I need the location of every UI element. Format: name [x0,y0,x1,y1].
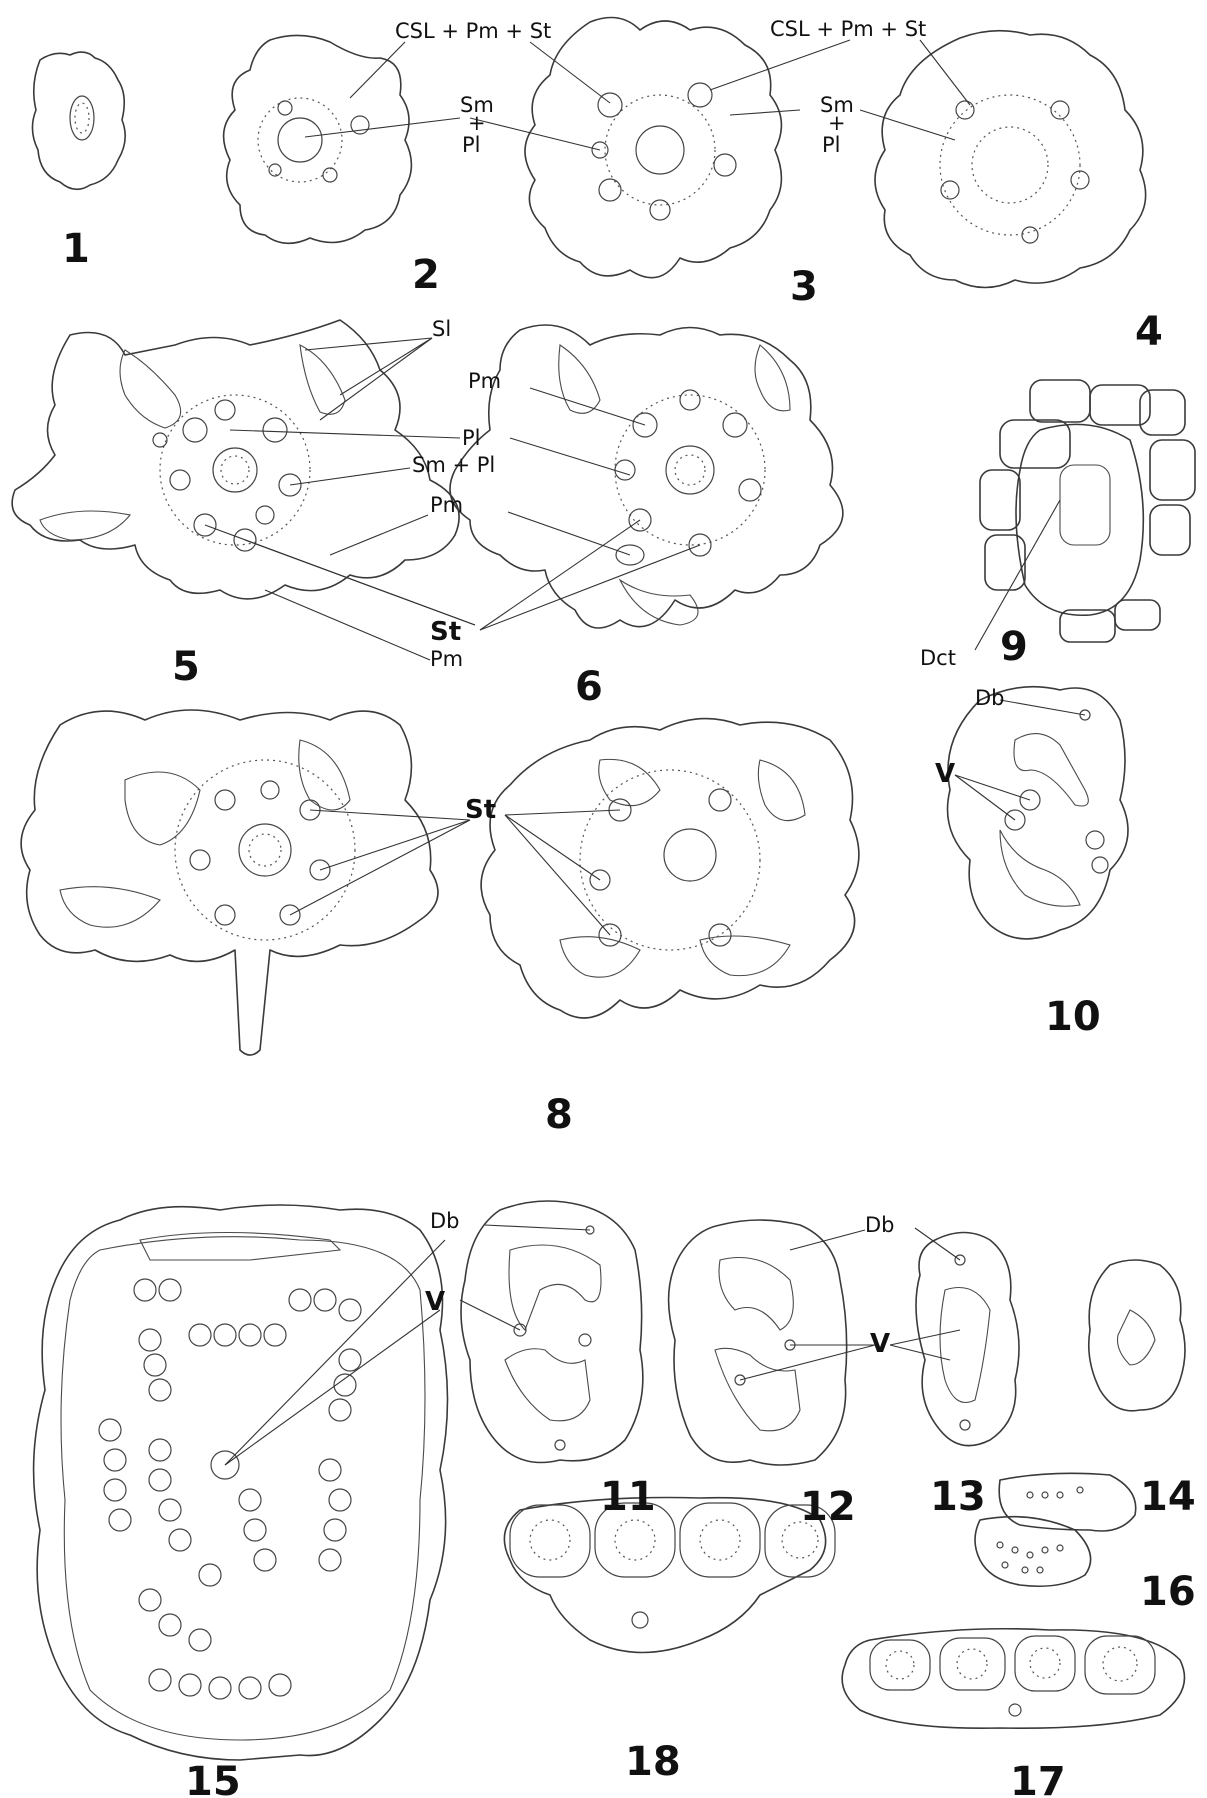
figure-number-8: 8 [545,1092,573,1138]
figure-number-5: 5 [172,644,200,690]
figure-10-section [948,687,1129,939]
figure-number-13: 13 [930,1474,986,1520]
label-pl-fig5-6: Pl [462,426,481,450]
figure-8-section [481,719,859,1018]
label-v-fig15: V [425,1287,445,1317]
label-plus-fig2: + [468,111,486,135]
figure-2-section [224,35,412,243]
figure-number-1: 1 [62,226,90,272]
label-pm-mid: Pm [430,493,463,517]
figure-5-section [12,320,459,599]
label-db-fig10: Db [975,686,1005,710]
figure-number-17: 17 [1010,1759,1066,1798]
figure-7-section [21,710,438,1055]
figure-3-section [525,18,781,278]
figure-numbers: 1 2 3 4 5 6 8 9 10 11 12 13 14 15 16 17 … [62,226,1196,1798]
figure-1-section [32,52,125,189]
annotation-labels: CSL + Pm + St CSL + Pm + St Sm + Pl Sm +… [395,17,1005,1359]
figure-number-6: 6 [575,664,603,710]
figure-15-section [34,1205,448,1760]
figure-4-section [875,31,1146,288]
figure-number-14: 14 [1140,1474,1196,1520]
label-v-fig10: V [935,759,955,789]
label-pl-fig3: Pl [822,133,841,157]
figure-17-section [842,1629,1184,1728]
figure-number-12: 12 [800,1484,856,1530]
label-sl: Sl [432,317,451,341]
leader-lines [205,40,1085,1465]
figure-9-section [980,380,1195,642]
label-csl-pm-st-fig3: CSL + Pm + St [770,17,926,41]
figure-number-3: 3 [790,264,818,310]
label-st-fig5-6: St [430,617,461,647]
label-dct: Dct [920,646,956,670]
figure-14-section [1089,1260,1185,1411]
figure-6-section [450,325,843,628]
label-csl-pm-st-fig2: CSL + Pm + St [395,19,551,43]
label-st-fig7-8: St [465,795,496,825]
figure-11-section [461,1201,643,1463]
figure-number-10: 10 [1045,994,1101,1040]
figure-15-vessels [99,1279,361,1699]
figure-number-9: 9 [1000,624,1028,670]
label-sm-pl: Sm + Pl [412,453,495,477]
label-pm-bottom: Pm [430,647,463,671]
figure-number-2: 2 [412,252,440,298]
figure-number-11: 11 [600,1474,656,1520]
label-pl-fig2: Pl [462,133,481,157]
figure-number-16: 16 [1140,1569,1196,1615]
label-db-fig15: Db [430,1209,460,1233]
label-plus-fig3: + [828,111,846,135]
figure-number-18: 18 [625,1739,681,1785]
figure-number-15: 15 [185,1759,241,1798]
figure-18-section [504,1498,835,1653]
label-v-fig12-13: V [870,1329,890,1359]
label-db-fig12-13: Db [865,1213,895,1237]
figure-16-section [975,1473,1136,1586]
figure-12-section [669,1220,847,1465]
figure-number-4: 4 [1135,309,1163,355]
figure-13-section [916,1233,1019,1446]
label-pm-fig6: Pm [468,369,501,393]
